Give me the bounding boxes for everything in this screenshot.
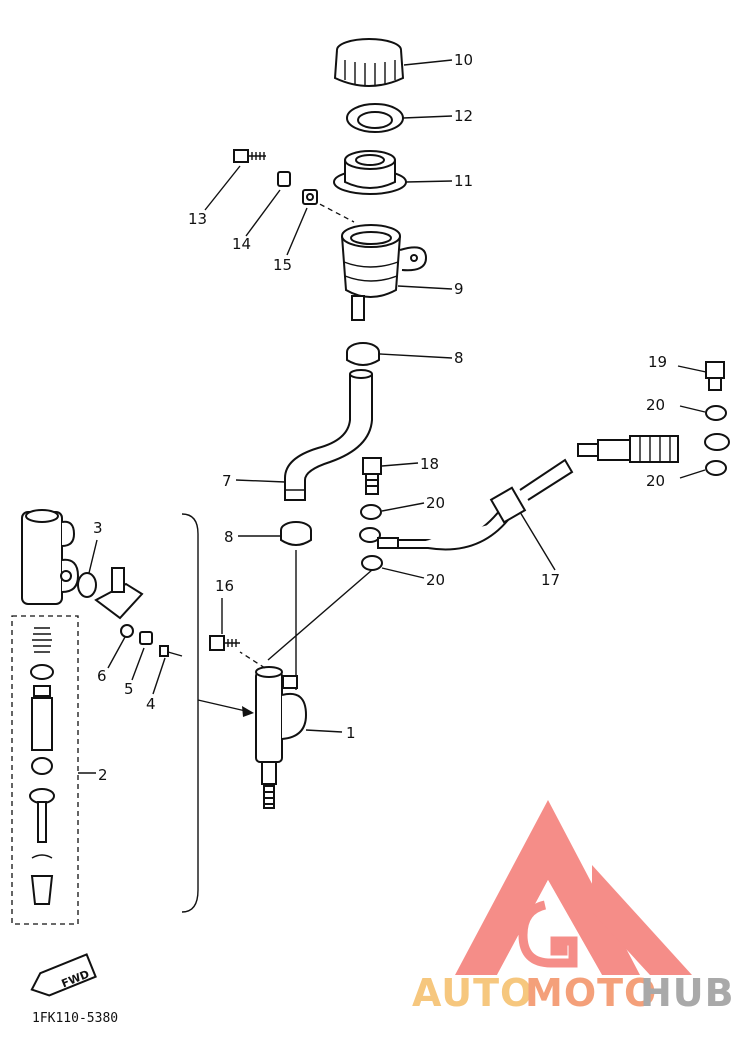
label-17: 17: [541, 571, 560, 589]
watermark-logo: [455, 800, 692, 975]
master-cylinder: [255, 666, 308, 809]
reservoir-tank: [341, 224, 428, 321]
cylinder-body-left: [21, 509, 80, 605]
brake-hose-end: [577, 433, 730, 463]
label-20-upper: 20: [426, 494, 445, 512]
washer-5: [139, 631, 153, 645]
label-11: 11: [454, 172, 473, 190]
repair-kit-parts: [29, 627, 55, 905]
label-14: 14: [232, 235, 251, 253]
label-1: 1: [346, 724, 356, 742]
label-9: 9: [454, 280, 464, 298]
bolt-13: [233, 149, 266, 163]
label-20-lower: 20: [426, 571, 445, 589]
union-bolt-19: [705, 361, 725, 391]
label-6: 6: [97, 667, 107, 685]
copper-washer-upper: [360, 504, 382, 520]
o-ring-3: [77, 572, 97, 598]
assembly-arrowhead: [242, 706, 254, 717]
diaphragm: [333, 150, 407, 195]
reservoir-hose: [284, 369, 373, 501]
label-13: 13: [188, 210, 207, 228]
label-10: 10: [454, 51, 473, 69]
assembly-bracket: [181, 513, 199, 913]
label-3: 3: [93, 519, 103, 537]
label-8-lower: 8: [224, 528, 234, 546]
watermark-hub: HUB: [640, 971, 735, 1015]
label-20-right-upper: 20: [646, 396, 665, 414]
assembly-arrow: [197, 699, 251, 713]
label-16: 16: [215, 577, 234, 595]
label-20-right-lower: 20: [646, 472, 665, 490]
washer-right-upper: [705, 405, 727, 421]
brake-hose: [359, 458, 574, 551]
fwd-arrow: [30, 953, 97, 997]
hose-joint: [94, 567, 144, 620]
label-4: 4: [146, 695, 156, 713]
hose-clamp-lower: [280, 521, 312, 546]
washer-6: [120, 624, 134, 638]
label-5: 5: [124, 680, 134, 698]
bolt-16: [209, 635, 240, 651]
diaphragm-plate: [346, 103, 404, 133]
washer-14: [277, 171, 291, 187]
repair-kit-box: [11, 615, 79, 925]
hose-clamp-upper: [346, 342, 380, 366]
label-18: 18: [420, 455, 439, 473]
label-19: 19: [648, 353, 667, 371]
label-8-upper: 8: [454, 349, 464, 367]
reservoir-cap: [333, 38, 405, 87]
watermark-auto: AUTO: [412, 971, 533, 1015]
diagram-code: 1FK110-5380: [32, 1011, 118, 1026]
label-15: 15: [273, 256, 292, 274]
union-bolt-18: [362, 457, 382, 495]
label-2: 2: [98, 766, 108, 784]
copper-washer-lower: [361, 555, 383, 571]
screw-4: [159, 645, 183, 657]
washer-right-lower: [705, 460, 727, 476]
label-7: 7: [222, 472, 232, 490]
nut-15: [302, 189, 318, 205]
label-12: 12: [454, 107, 473, 125]
watermark-moto: MOTO: [525, 971, 657, 1015]
